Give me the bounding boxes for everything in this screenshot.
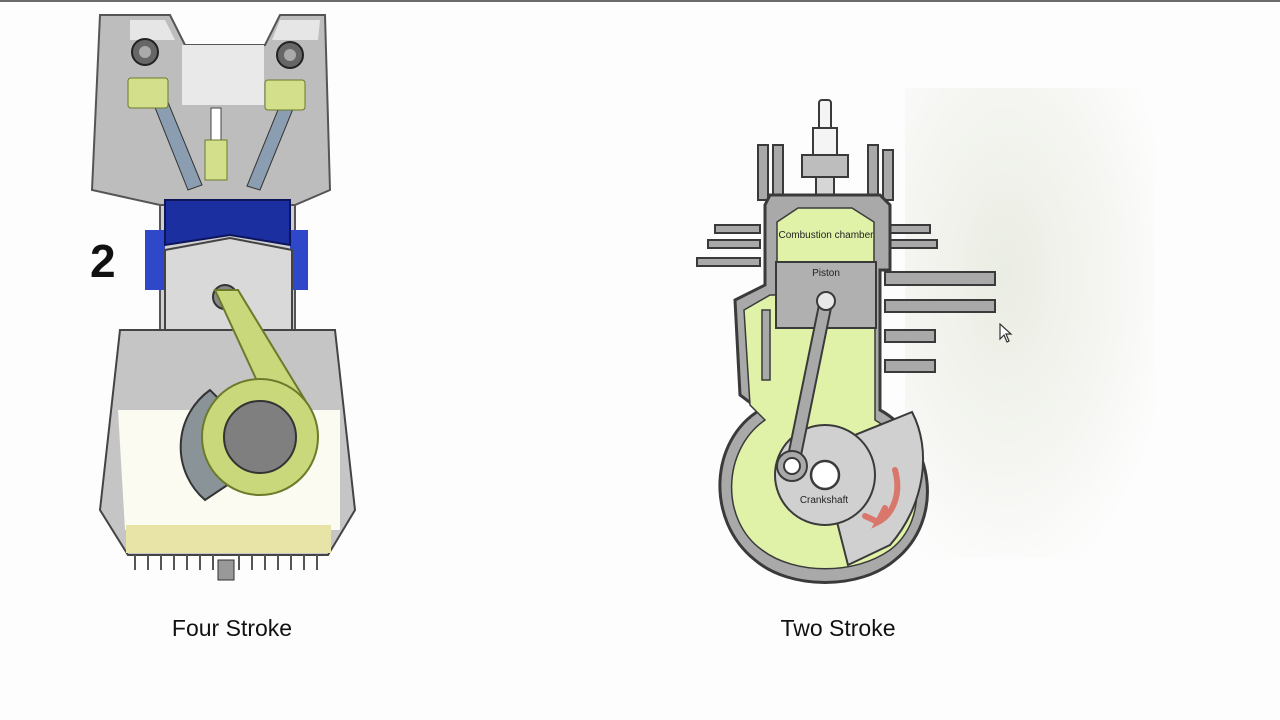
camshaft-left-hub [139,46,151,58]
combustion-chamber-label: Combustion chamber [778,230,874,241]
coolant-left [145,230,165,290]
crankshaft-axle [809,459,841,491]
two-stroke-diagram: Combustion chamber Piston Crankshaft [680,0,1010,600]
crank-journal [223,400,297,474]
spark-plug-insulator [812,127,838,159]
intake-port-upper [884,329,936,343]
two-stroke-caption: Two Stroke [780,615,896,641]
intake-port [182,45,264,105]
oil-sump [126,525,331,553]
valve-spring-left [127,77,169,109]
two-stroke-wrist-pin [816,291,836,311]
spark-plug-body [210,107,222,144]
background-blur [905,88,1155,558]
piston-label: Piston [812,268,840,279]
top-border [0,0,1280,2]
exhaust-port-upper [884,271,996,286]
spark-plug-hex-nut [801,154,849,178]
exhaust-port-lower [884,299,996,313]
rotation-arrow [862,467,901,529]
intake-port-lower [884,359,936,373]
four-stroke-diagram: 2 [60,0,390,600]
two-stroke-illustration: Combustion chamber Piston Crankshaft [696,99,996,584]
cooling-fins [134,555,318,570]
four-stroke-caption: Four Stroke [171,615,293,641]
valve-spring-right [264,79,306,111]
two-stroke-spark-plug [818,99,832,131]
spark-plug-hex [204,139,228,181]
transfer-passage-wall [761,309,771,381]
camshaft-right-hub [284,49,296,61]
crank-pin-hole [783,457,801,475]
drain-plug [217,559,235,581]
stroke-number: 2 [90,235,116,287]
crankshaft-label: Crankshaft [800,495,849,506]
head-highlight-left [130,20,175,40]
four-stroke-illustration: 2 [90,14,357,581]
coolant-right [290,230,308,290]
mouse-cursor-icon [999,323,1013,343]
combustion-gas [164,199,291,247]
head-highlight-right [272,20,320,40]
